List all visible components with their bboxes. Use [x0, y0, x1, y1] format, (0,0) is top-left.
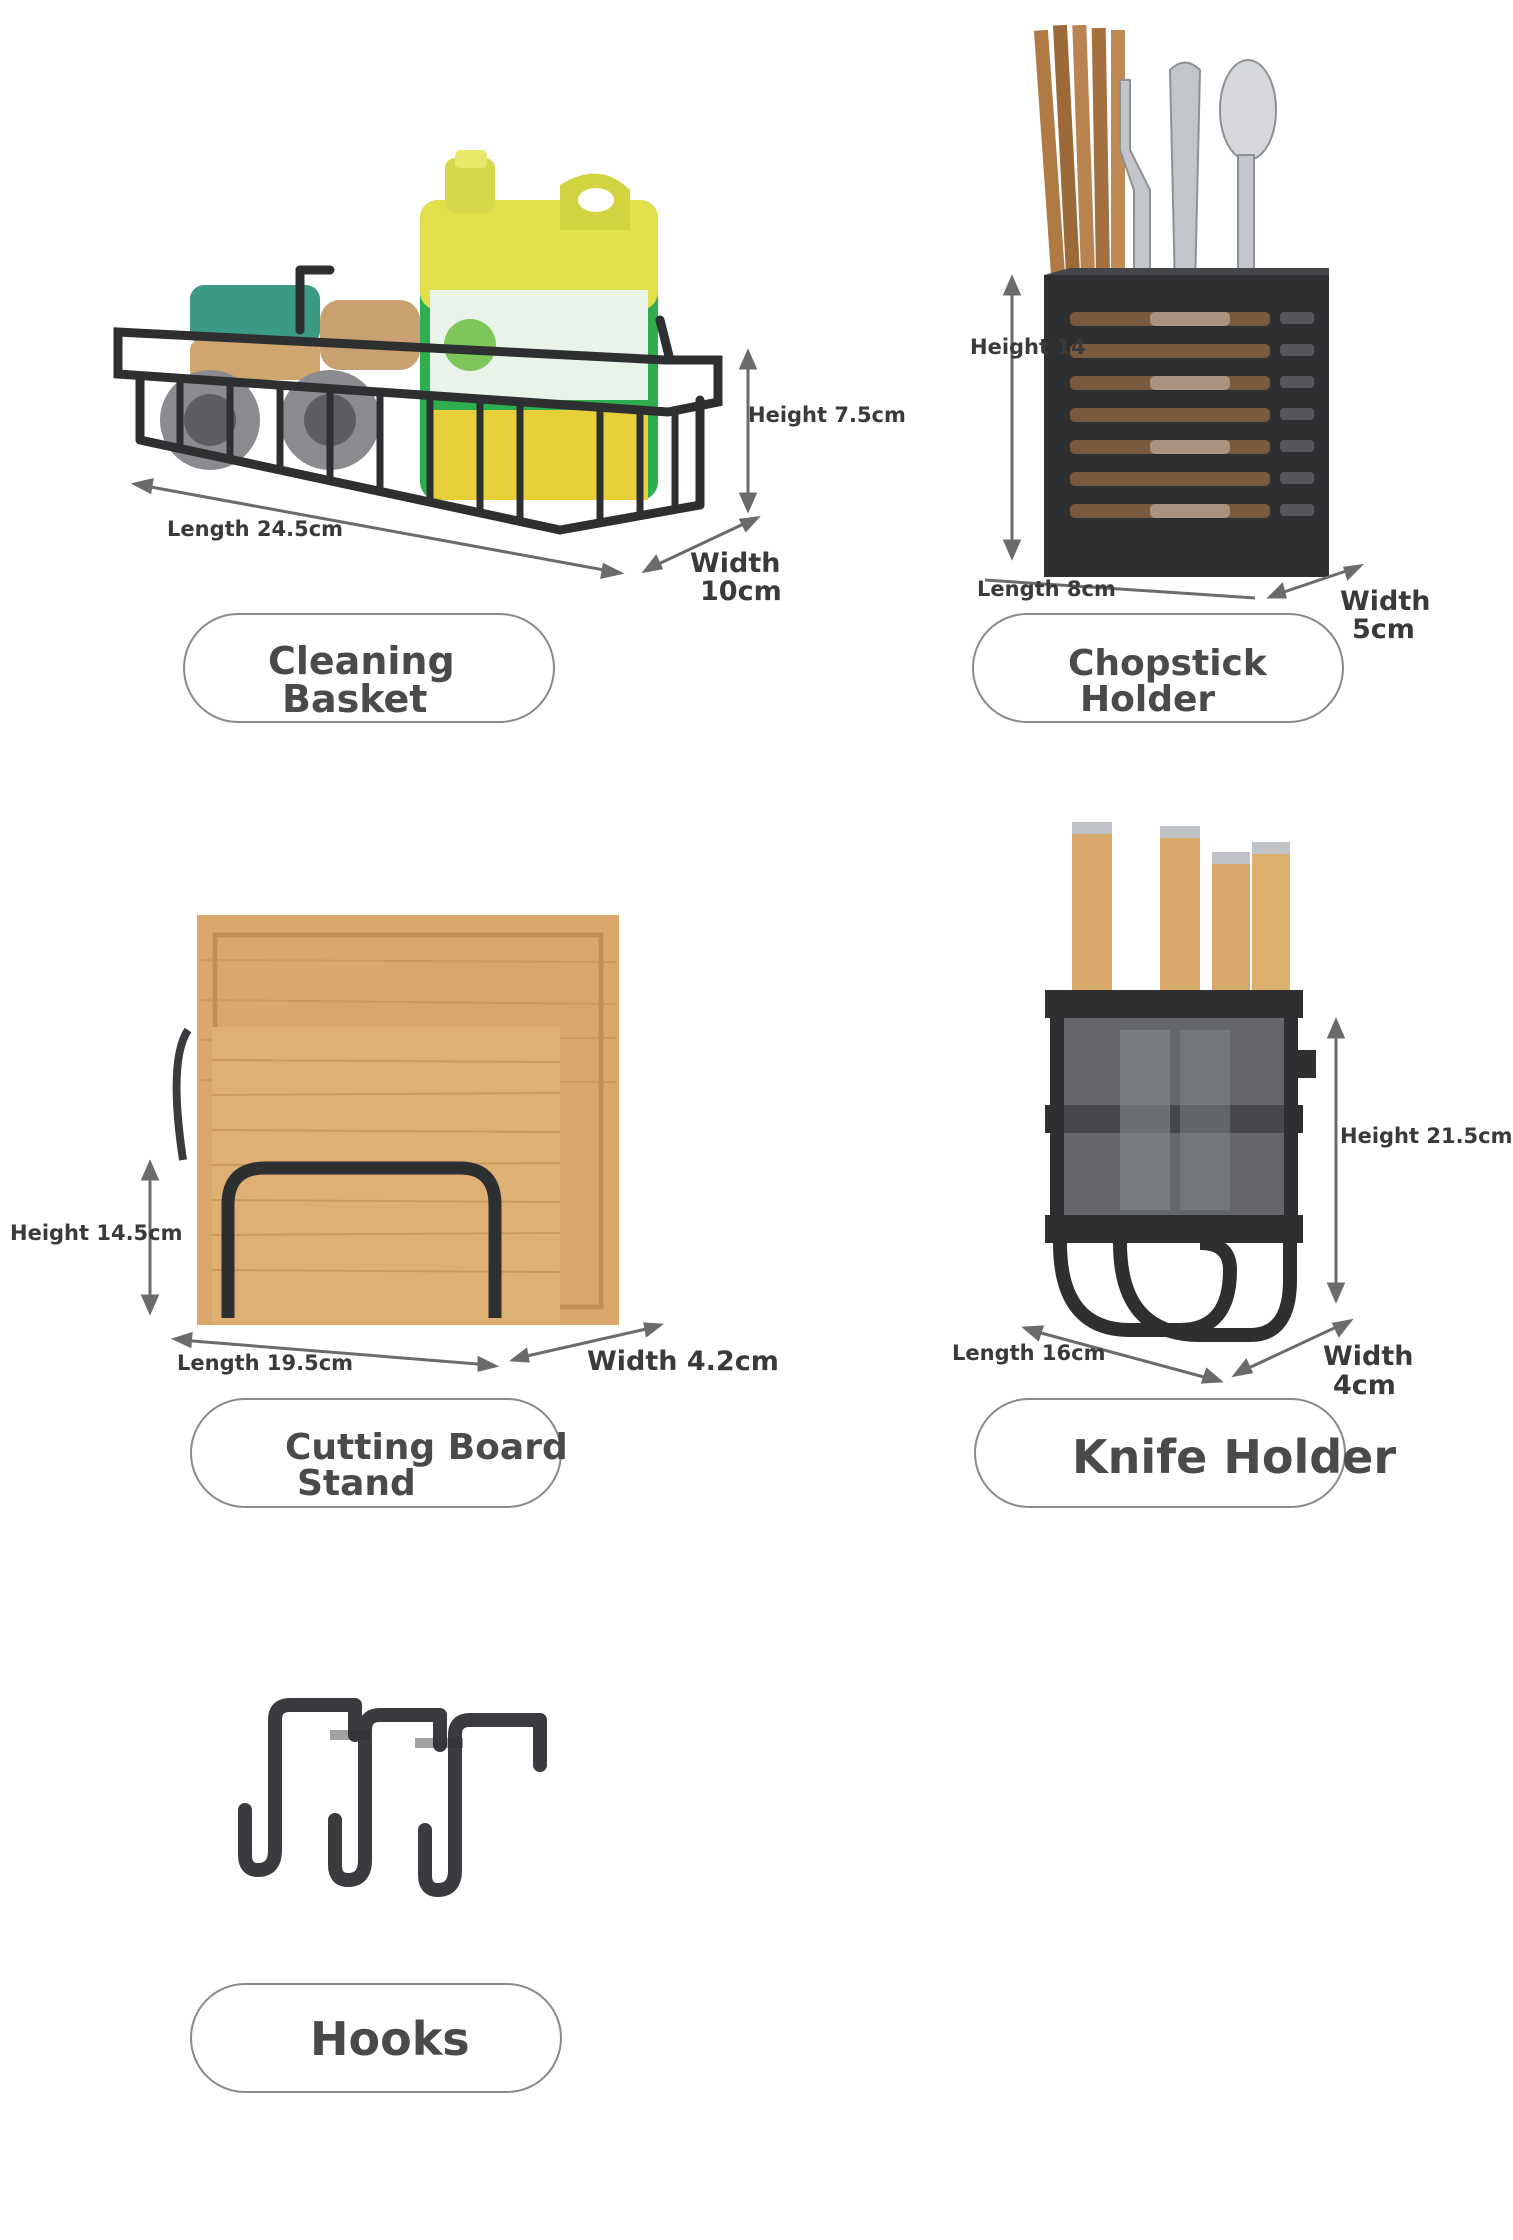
cutting-board-width-label: Width 4.2cm	[587, 1346, 779, 1377]
hooks-title: Hooks	[310, 2012, 470, 2066]
cutting-board-title-line2: Stand	[297, 1463, 416, 1504]
cutting-board-height-label: Height 14.5cm	[10, 1221, 183, 1245]
knife-length-label: Length 16cm	[952, 1341, 1106, 1365]
chopstick-width-label: Width	[1340, 586, 1431, 617]
chopstick-holder-title-line1: Chopstick	[1068, 643, 1267, 684]
chopstick-holder-title-line2: Holder	[1080, 679, 1216, 720]
knife-holder-title-pill	[974, 1398, 1346, 1508]
chopstick-holder-title-pill	[972, 613, 1344, 723]
cleaning-basket-title-line2: Basket	[282, 677, 428, 721]
basket-width-value: 10cm	[700, 576, 782, 607]
cutting-board-length-label: Length 19.5cm	[177, 1351, 354, 1375]
chopstick-length-label: Length 8cm	[977, 577, 1116, 601]
basket-height-label: Height 7.5cm	[748, 403, 906, 427]
knife-holder-title: Knife Holder	[1072, 1430, 1397, 1484]
chopstick-height-label: Height 14	[970, 335, 1086, 359]
cleaning-basket-title-pill	[183, 613, 555, 723]
cleaning-basket-title-line1: Cleaning	[268, 639, 455, 683]
knife-width-label: Width	[1323, 1341, 1414, 1372]
basket-length-label: Length 24.5cm	[167, 517, 344, 541]
chopstick-width-value: 5cm	[1352, 614, 1415, 645]
basket-width-label: Width	[690, 548, 781, 579]
cutting-board-title-pill	[190, 1398, 562, 1508]
knife-height-label: Height 21.5cm	[1340, 1124, 1513, 1148]
hooks-title-pill	[190, 1983, 562, 2093]
cutting-board-title-line1: Cutting Board	[285, 1427, 568, 1468]
knife-width-value: 4cm	[1333, 1370, 1396, 1401]
